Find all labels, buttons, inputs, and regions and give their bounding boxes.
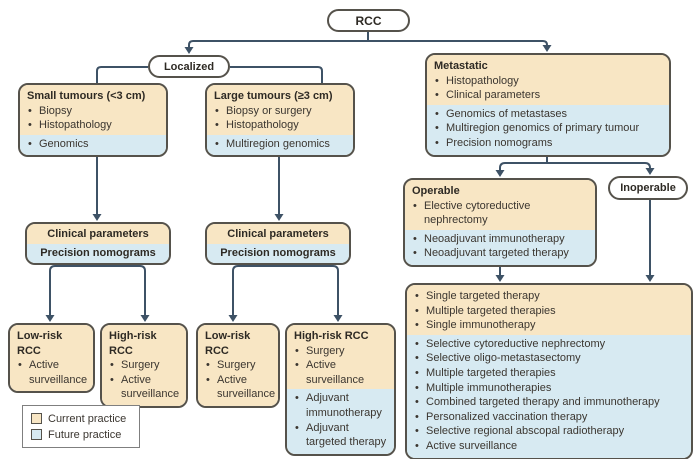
bullet-item: Neoadjuvant immunotherapy: [412, 232, 588, 247]
bullet-item: Active surveillance: [17, 358, 87, 387]
node-clinical-parameters-right: Clinical parameters Precision nomograms: [205, 222, 351, 266]
bullet-item: Combined targeted therapy and immunother…: [414, 395, 684, 410]
legend-item-future: Future practice: [31, 429, 131, 441]
bullet-item: Clinical parameters: [434, 88, 662, 103]
bullet-item: Neoadjuvant targeted therapy: [412, 246, 588, 261]
node-title: High-risk RCC: [109, 330, 157, 357]
node-low-risk-rcc-small: Low-risk RCC Active surveillance: [8, 323, 95, 394]
bullet-item: Multiple targeted therapies: [414, 304, 684, 319]
bullet-item: Selective oligo-metastasectomy: [414, 351, 684, 366]
bullet-item: Selective cytoreductive nephrectomy: [414, 337, 684, 352]
bullet-item: Adjuvant targeted therapy: [294, 421, 387, 450]
node-high-risk-rcc-large: High-risk RCC Surgery Active surveillanc…: [285, 323, 396, 456]
node-small-tumours-title: Small tumours (<3 cm): [27, 90, 146, 102]
clinical-parameters-label: Clinical parameters: [27, 224, 169, 244]
node-title: Low-risk RCC: [17, 330, 63, 357]
bullet-item: Surgery: [294, 344, 387, 359]
bullet-item: Histopathology: [27, 118, 159, 133]
bullet-item: Active surveillance: [205, 373, 275, 402]
bullet-item: Multiregion genomics of primary tumour: [434, 121, 662, 136]
node-inoperable-label: Inoperable: [620, 182, 676, 194]
node-clinical-parameters-left: Clinical parameters Precision nomograms: [25, 222, 171, 266]
bullet-item: Elective cytoreductive nephrectomy: [412, 199, 588, 228]
node-high-risk-rcc-small: High-risk RCC Surgery Active surveillanc…: [100, 323, 188, 408]
bullet-item: Multiple immunotherapies: [414, 381, 684, 396]
bullet-item: Personalized vaccination therapy: [414, 410, 684, 425]
node-inoperable: Inoperable: [608, 176, 688, 200]
current-practice-swatch: [31, 413, 42, 424]
legend: Current practice Future practice: [22, 405, 140, 448]
bullet-item: Adjuvant immunotherapy: [294, 391, 387, 420]
node-metastatic-treatment: Single targeted therapy Multiple targete…: [405, 283, 693, 459]
node-rcc-label: RCC: [355, 13, 382, 28]
bullet-item: Surgery: [205, 358, 271, 373]
legend-label: Current practice: [48, 412, 127, 425]
precision-nomograms-label: Precision nomograms: [27, 243, 169, 264]
node-metastatic-title: Metastatic: [434, 60, 488, 72]
node-small-tumours: Small tumours (<3 cm) Biopsy Histopathol…: [18, 83, 168, 158]
bullet-item: Biopsy or surgery: [214, 104, 346, 119]
bullet-item: Single targeted therapy: [414, 289, 684, 304]
bullet-item: Histopathology: [214, 118, 346, 133]
bullet-item: Active surveillance: [294, 358, 387, 387]
node-title: High-risk RCC: [294, 330, 369, 342]
clinical-parameters-label: Clinical parameters: [207, 224, 349, 244]
bullet-item: Genomics: [27, 137, 159, 152]
node-rcc: RCC: [327, 9, 410, 32]
bullet-item: Surgery: [109, 358, 179, 373]
node-large-tumours-title: Large tumours (≥3 cm): [214, 90, 333, 102]
bullet-item: Active surveillance: [414, 439, 684, 454]
node-low-risk-rcc-large: Low-risk RCC Surgery Active surveillance: [196, 323, 280, 408]
bullet-item: Histopathology: [434, 74, 662, 89]
node-operable-title: Operable: [412, 185, 460, 197]
node-localized-label: Localized: [163, 60, 215, 73]
bullet-item: Biopsy: [27, 104, 159, 119]
bullet-item: Precision nomograms: [434, 136, 662, 151]
bullet-item: Active surveillance: [109, 373, 179, 402]
node-title: Low-risk RCC: [205, 330, 251, 357]
bullet-item: Multiregion genomics: [214, 137, 346, 152]
node-localized: Localized: [148, 55, 230, 78]
node-metastatic: Metastatic Histopathology Clinical param…: [425, 53, 671, 157]
future-practice-swatch: [31, 429, 42, 440]
node-operable: Operable Elective cytoreductive nephrect…: [403, 178, 597, 267]
node-large-tumours: Large tumours (≥3 cm) Biopsy or surgery …: [205, 83, 355, 158]
legend-label: Future practice: [48, 428, 122, 441]
bullet-item: Selective regional abscopal radiotherapy: [414, 424, 684, 439]
legend-item-current: Current practice: [31, 413, 131, 425]
bullet-item: Genomics of metastases: [434, 107, 662, 122]
precision-nomograms-label: Precision nomograms: [207, 243, 349, 264]
bullet-item: Single immunotherapy: [414, 318, 684, 333]
bullet-item: Multiple targeted therapies: [414, 366, 684, 381]
